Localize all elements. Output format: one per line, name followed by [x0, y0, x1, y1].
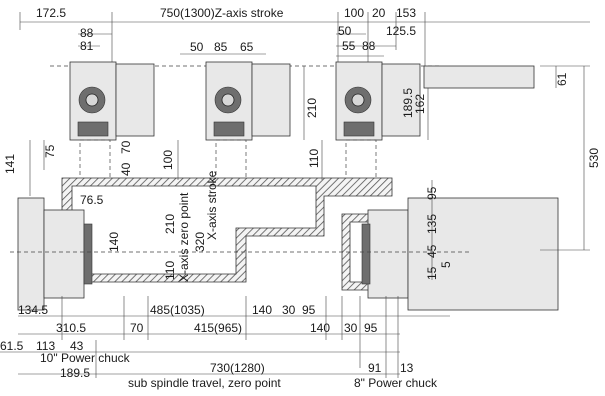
dim-140-a: 140 — [252, 303, 272, 317]
top-dimension-lines — [19, 12, 590, 66]
turret-right — [335, 61, 535, 141]
dim-135: 135 — [425, 214, 439, 234]
x-axis-zero-point: X-axis zero point — [177, 192, 191, 282]
dim-30-a: 30 — [282, 303, 296, 317]
dim-141: 141 — [3, 154, 17, 174]
dim-530: 530 — [587, 148, 601, 168]
dim-140-b: 140 — [310, 321, 330, 335]
dim-210-inner: 210 — [163, 214, 177, 234]
dim-100-top: 100 — [344, 6, 364, 20]
dim-210-top: 210 — [305, 98, 319, 118]
dim-76-5: 76.5 — [80, 193, 104, 207]
sub-spindle-label: sub spindle travel, zero point — [128, 376, 281, 390]
dim-13: 13 — [400, 361, 414, 375]
dim-30-b: 30 — [344, 321, 358, 335]
dim-162: 162 — [413, 94, 427, 114]
bottom-dimension-labels: 134.5 485(1035) 140 30 95 310.5 70 415(9… — [0, 303, 438, 390]
dim-110-inner: 110 — [163, 261, 177, 280]
bottom-dimension-lines — [0, 296, 450, 378]
dim-110-top: 110 — [307, 149, 321, 168]
dim-40-side: 40 — [119, 162, 133, 176]
dim-85: 85 — [214, 40, 228, 54]
dim-50-right: 50 — [338, 24, 352, 38]
chuck-8-label: 8" Power chuck — [354, 376, 438, 390]
dim-730: 730(1280) — [210, 361, 265, 375]
inner-dimension-labels: 76.5 210 320 140 110 X-axis zero point X… — [80, 170, 219, 282]
dim-95-right: 95 — [425, 186, 439, 200]
dim-172-5: 172.5 — [36, 6, 66, 20]
dim-55: 55 — [342, 39, 356, 53]
dim-88-left: 88 — [80, 26, 94, 40]
dim-310-5: 310.5 — [56, 321, 86, 335]
dim-70-bottom: 70 — [130, 321, 144, 335]
dim-15: 15 — [425, 266, 439, 280]
x-axis-stroke: X-axis stroke — [205, 170, 219, 240]
dim-5: 5 — [439, 261, 453, 268]
dim-134-5: 134.5 — [18, 303, 48, 317]
dim-153-top: 153 — [396, 6, 416, 20]
top-dimension-labels: 172.5 750(1300)Z-axis stroke 100 20 153 … — [36, 6, 416, 54]
dim-100-side: 100 — [161, 150, 175, 170]
dim-189-5: 189.5 — [401, 88, 415, 118]
chuck-10-label: 10" Power chuck — [40, 351, 131, 365]
turret-middle — [205, 61, 291, 141]
turret-left — [69, 61, 155, 141]
dim-43: 43 — [70, 339, 84, 353]
main-spindle — [17, 197, 93, 311]
dim-61: 61 — [555, 72, 569, 86]
dim-z-axis-stroke: 750(1300)Z-axis stroke — [160, 6, 284, 20]
dim-70-side: 70 — [119, 140, 133, 154]
dim-113: 113 — [36, 339, 55, 353]
side-dimension-lines — [29, 65, 590, 280]
dim-95-c: 95 — [364, 321, 378, 335]
dim-88-right: 88 — [362, 39, 376, 53]
dim-45: 45 — [425, 244, 439, 258]
dim-95-b: 95 — [302, 303, 316, 317]
dim-65: 65 — [240, 40, 254, 54]
dim-91: 91 — [368, 361, 382, 375]
dim-50-mid: 50 — [190, 40, 204, 54]
dim-125-5: 125.5 — [386, 24, 416, 38]
sub-spindle — [361, 197, 559, 311]
dim-189-5-bottom: 189.5 — [60, 366, 90, 380]
dim-320: 320 — [193, 232, 207, 252]
dim-61-5: 61.5 — [0, 339, 24, 353]
dim-485: 485(1035) — [150, 303, 205, 317]
side-dimension-labels: 61 189.5 162 210 530 141 75 100 70 40 11… — [3, 72, 601, 280]
dim-20-top: 20 — [372, 6, 386, 20]
dim-75: 75 — [43, 144, 57, 158]
dim-140-inner: 140 — [107, 232, 121, 252]
dim-415: 415(965) — [194, 321, 242, 335]
dim-81: 81 — [80, 39, 94, 53]
